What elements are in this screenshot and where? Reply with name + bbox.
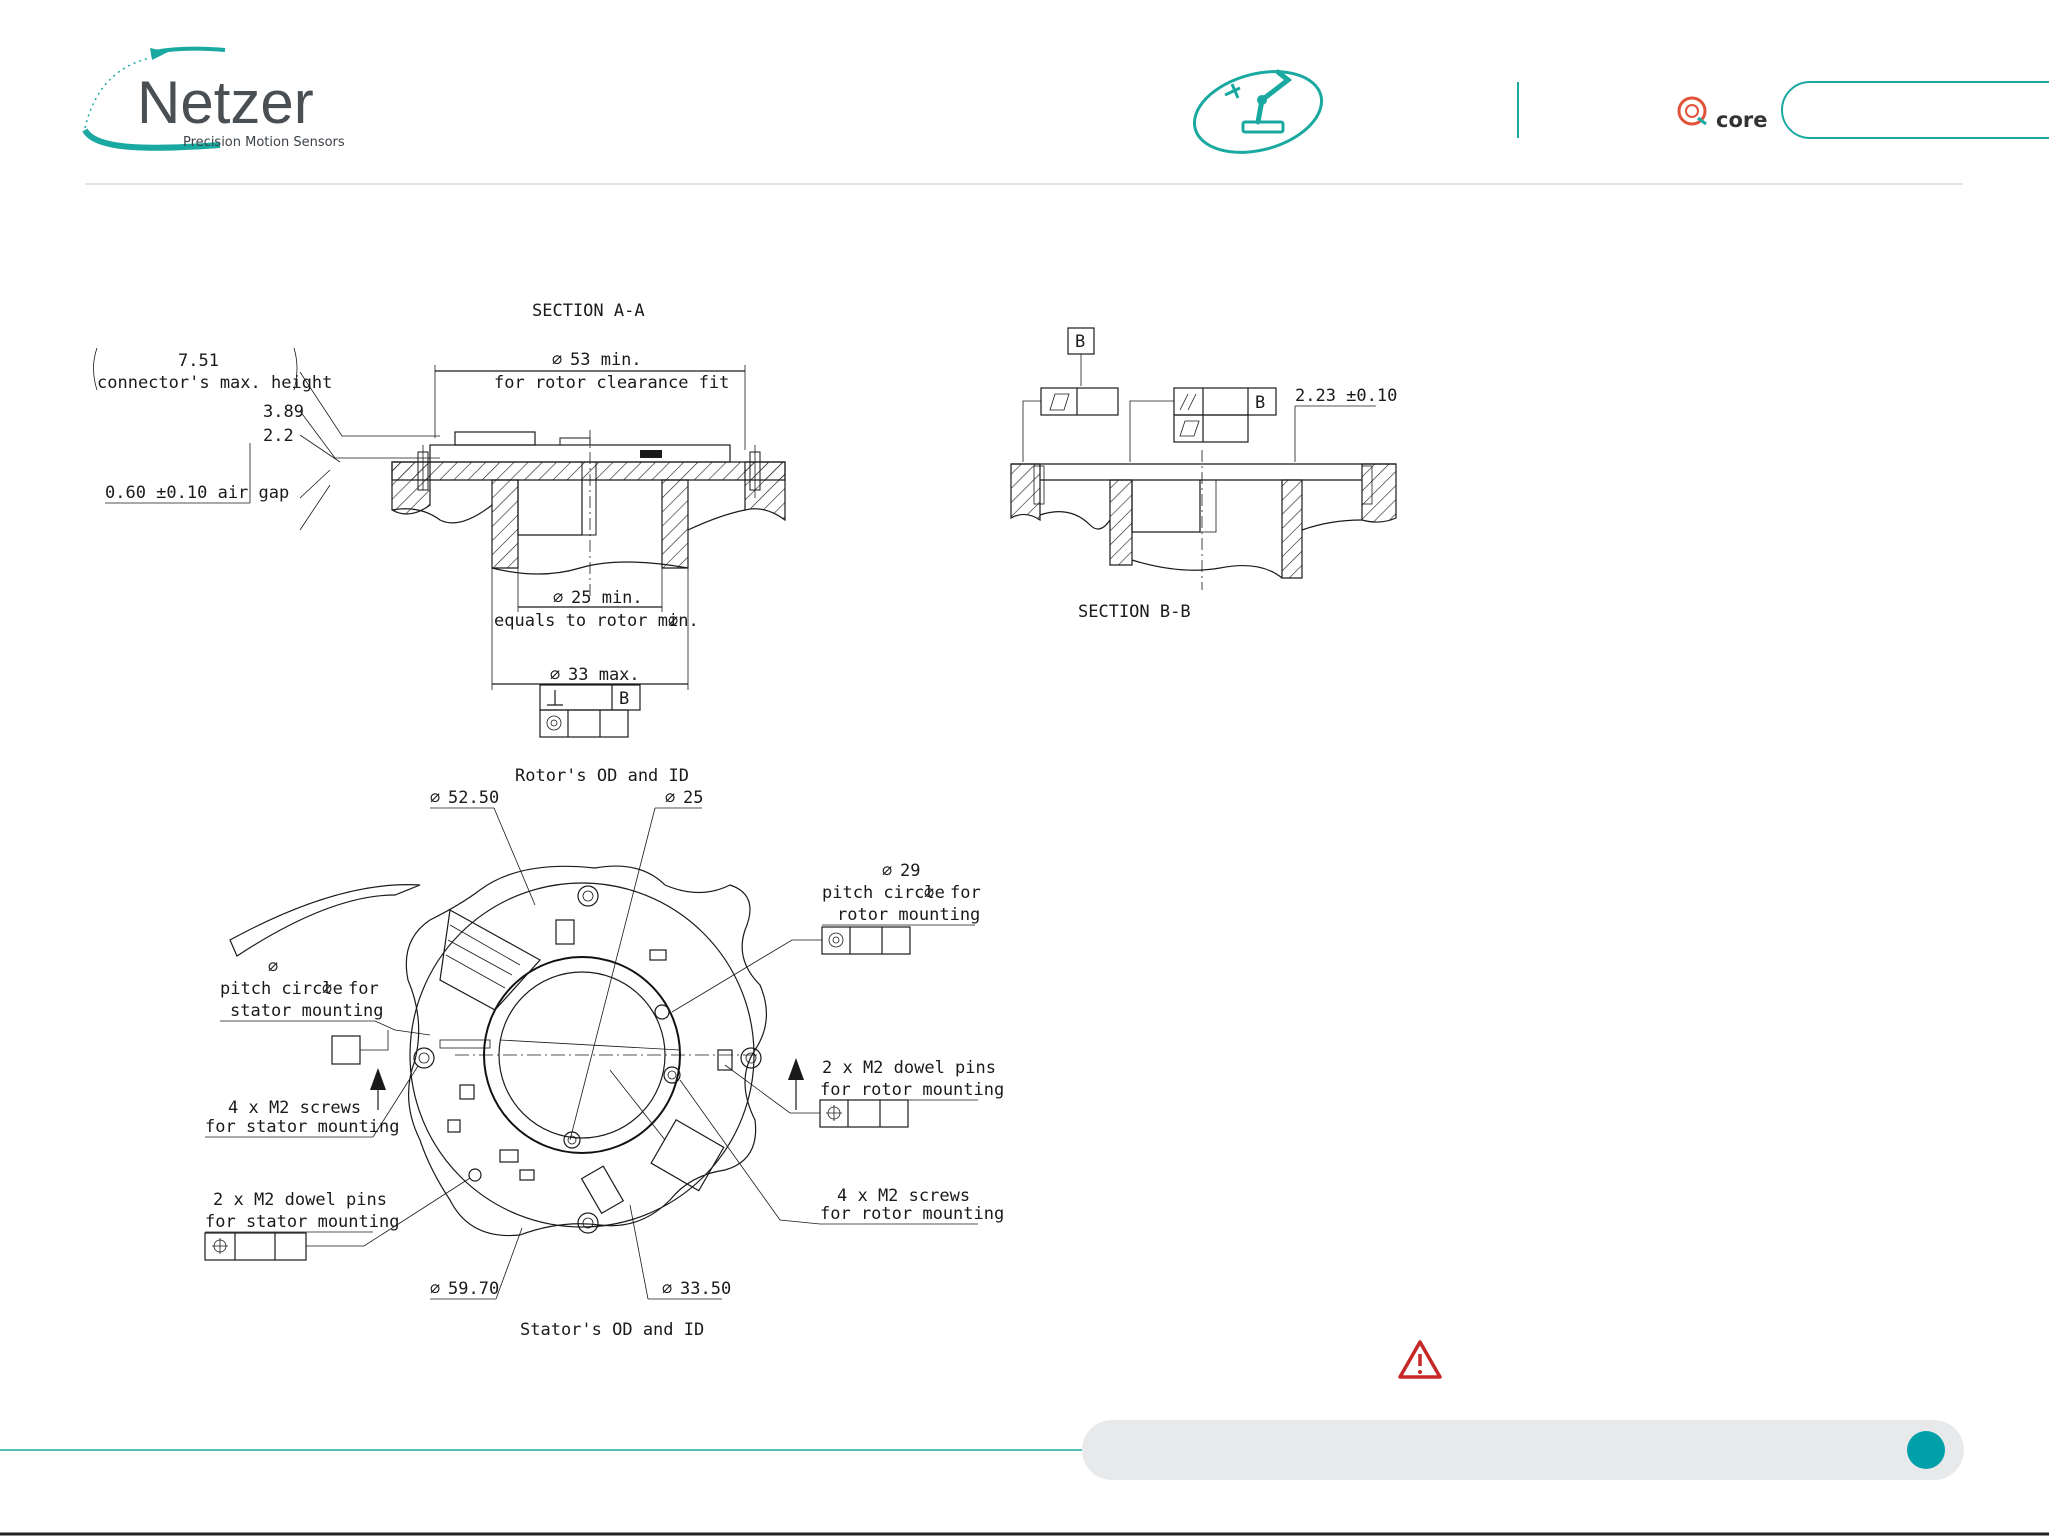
rotor-min-label: equals to rotor min. — [494, 611, 699, 631]
robot-arm-icon — [1192, 69, 1324, 154]
brand-name: Netzer — [137, 69, 314, 136]
dia-symbol-2: ∅ — [553, 588, 563, 608]
stator-pitch-label1: pitch circle — [220, 979, 343, 999]
connector-height: 7.51 — [178, 351, 219, 371]
dim-22: 2.2 — [263, 426, 294, 446]
rotor-pitch-label2: for — [950, 883, 981, 903]
qcore-logo-text: core — [1716, 108, 1767, 132]
rotor-min-dia: 25 min. — [571, 588, 643, 608]
dia-symbol-8: ∅ — [924, 883, 934, 903]
stator-pitch-label3: stator mounting — [230, 1001, 384, 1021]
air-gap-label: 0.60 ±0.10 air gap — [105, 483, 289, 503]
stator-dowel-2: for stator mounting — [205, 1212, 399, 1232]
rotor-dowel-2: for rotor mounting — [820, 1080, 1004, 1100]
rotor-pitch: 29 — [900, 861, 920, 881]
bb-parallel-ref: B — [1255, 393, 1265, 413]
section-aa: SECTION A-A ∅ 53 min. for rotor clearanc… — [93, 301, 786, 738]
connector-label: connector's max. height — [97, 373, 332, 393]
dia-symbol-6: ∅ — [665, 788, 675, 808]
section-bb-title: SECTION B-B — [1078, 602, 1191, 622]
qcore-logo — [1677, 96, 1707, 126]
dia-symbol-10: ∅ — [322, 979, 332, 999]
perp-datum: B — [619, 689, 629, 709]
rotor-screws-2: for rotor mounting — [820, 1204, 1004, 1224]
section-bb: B B 2.23 ±0.10 SECTION B-B — [1010, 327, 1397, 622]
rotor-clearance-dia: 53 min. — [570, 350, 642, 370]
dia-symbol-4: ∅ — [550, 665, 560, 685]
plan-view: Rotor's OD and ID ∅ 52.50 ∅ 25 — [204, 766, 1004, 1340]
stator-od: 59.70 — [448, 1279, 499, 1299]
brand-tagline: Precision Motion Sensors — [183, 135, 345, 150]
header-pill-outline — [1781, 81, 2049, 139]
stator-pitch-label2: for — [348, 979, 379, 999]
section-aa-title: SECTION A-A — [532, 301, 645, 321]
stator-id: 33.50 — [680, 1279, 731, 1299]
stator-title: Stator's OD and ID — [520, 1320, 704, 1340]
bb-datum: B — [1075, 332, 1085, 352]
dia-symbol-12: ∅ — [662, 1279, 672, 1299]
header: Netzer Precision Motion Sensors core — [82, 46, 2049, 185]
dim-389: 3.89 — [263, 402, 304, 422]
rotor-title: Rotor's OD and ID — [515, 766, 689, 786]
rotor-clearance-label: for rotor clearance fit — [494, 373, 729, 393]
warning-triangle-icon — [1398, 1340, 1442, 1379]
netzer-swoosh-logo — [82, 46, 226, 151]
rotor-dowel-1: 2 x M2 dowel pins — [822, 1058, 996, 1078]
dia-symbol-9: ∅ — [268, 957, 278, 977]
footer-bar — [1082, 1420, 1964, 1480]
rotor-pitch-label1: pitch circle — [822, 883, 945, 903]
stator-screws-1: 4 x M2 screws — [228, 1098, 361, 1118]
page-indicator-dot[interactable] — [1907, 1431, 1945, 1469]
dia-symbol-7: ∅ — [882, 861, 892, 881]
rotor-screws-1: 4 x M2 screws — [837, 1186, 970, 1206]
dia-symbol-1: ∅ — [552, 350, 562, 370]
bb-thickness: 2.23 ±0.10 — [1295, 386, 1397, 406]
dia-symbol-5: ∅ — [430, 788, 440, 808]
dia-symbol-11: ∅ — [430, 1279, 440, 1299]
od-max: 33 max. — [568, 665, 640, 685]
rotor-od: 52.50 — [448, 788, 499, 808]
stator-screws-2: for stator mounting — [205, 1117, 399, 1137]
stator-dowel-1: 2 x M2 dowel pins — [213, 1190, 387, 1210]
dia-symbol-3: ∅ — [668, 611, 678, 631]
rotor-id: 25 — [683, 788, 703, 808]
rotor-pitch-label3: rotor mounting — [837, 905, 980, 925]
